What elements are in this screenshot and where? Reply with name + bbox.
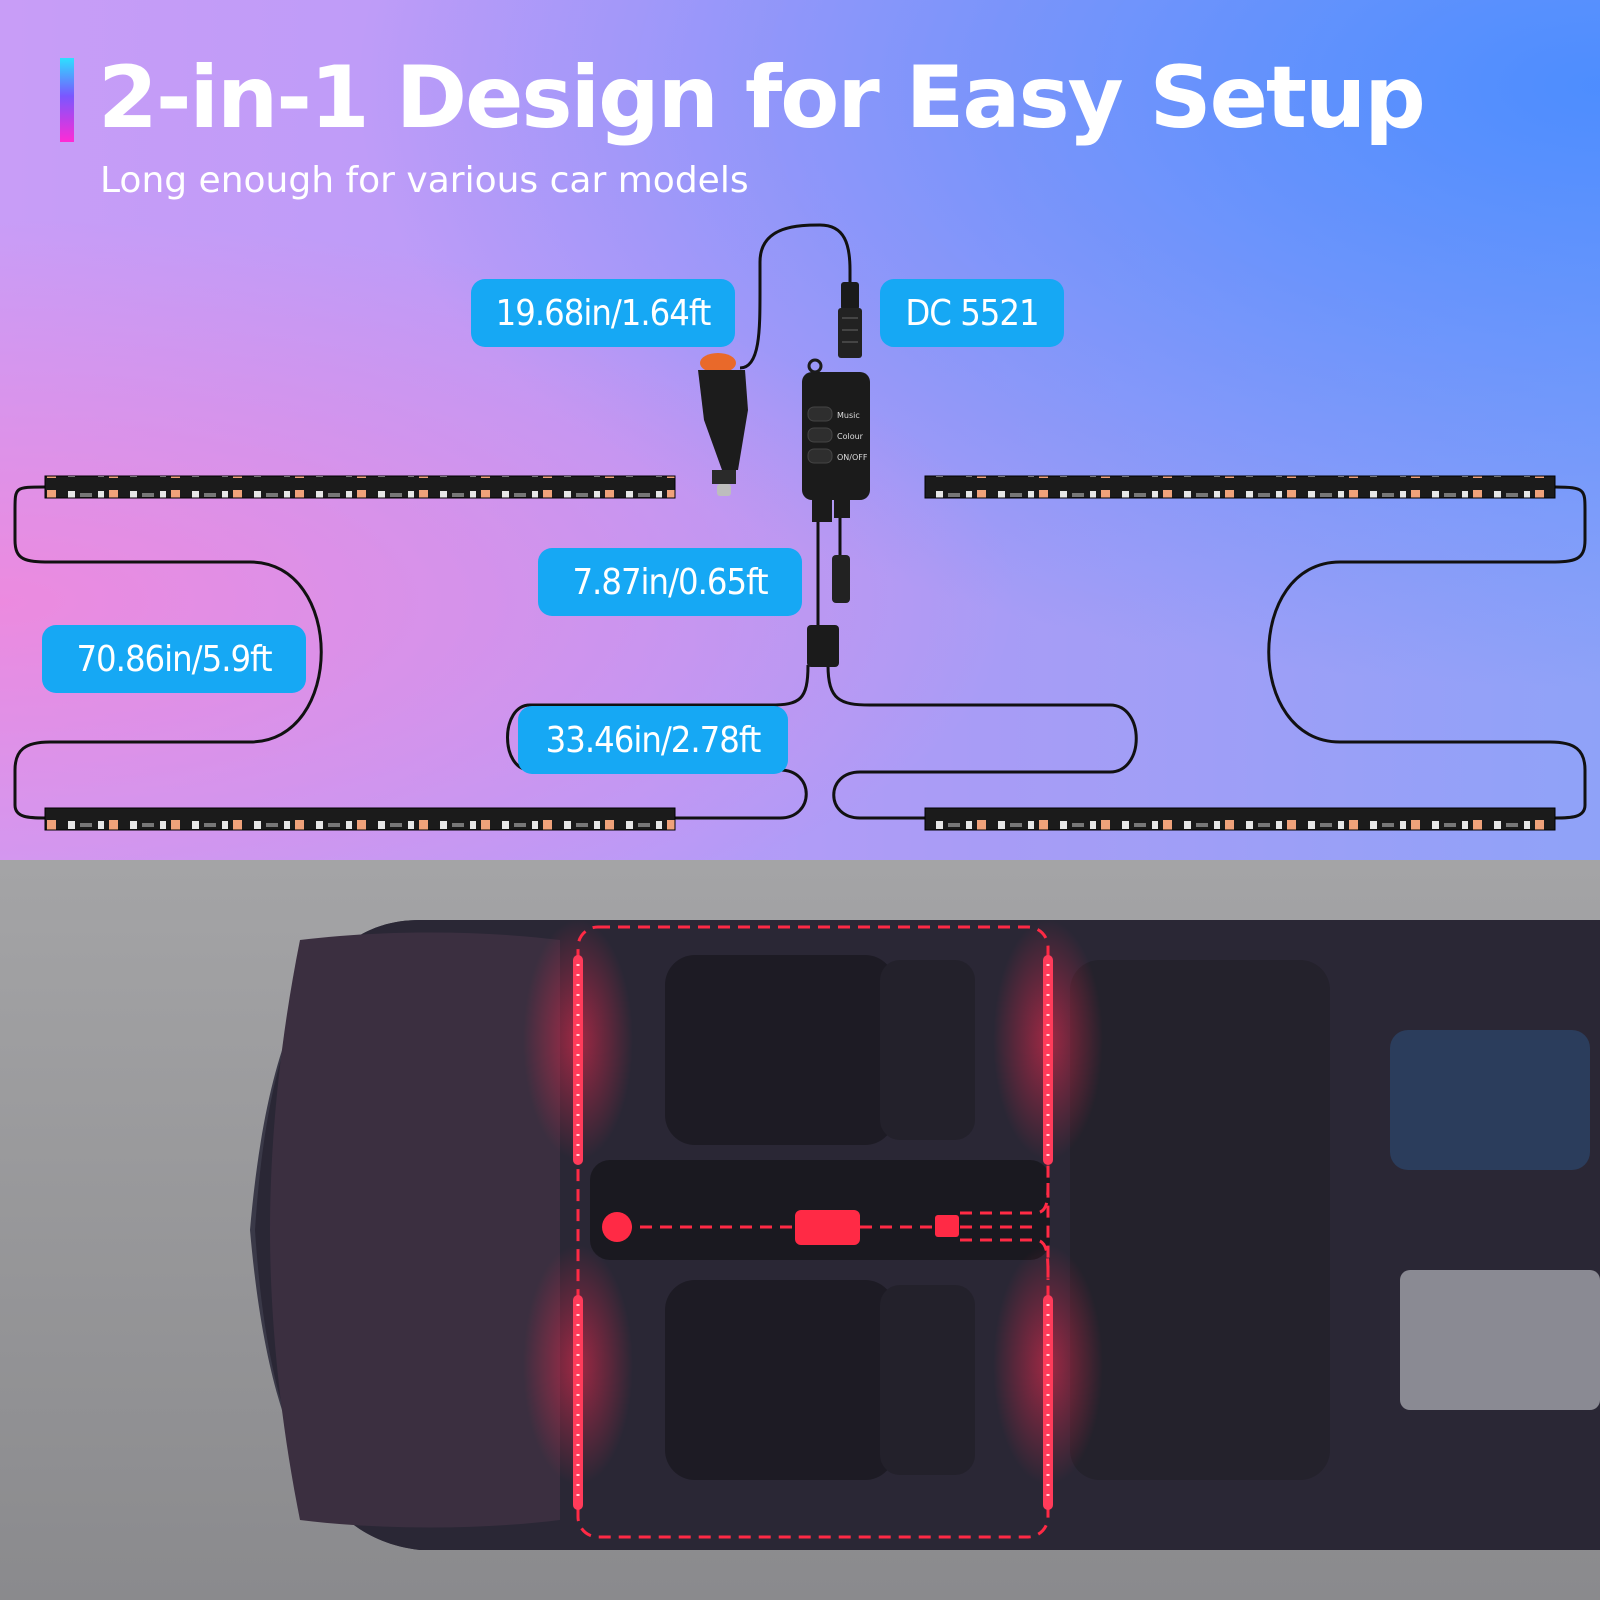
led-strip-icon: [44, 475, 1556, 831]
car-interior-image: [0, 860, 1600, 1600]
page-title: 2-in-1 Design for Easy Setup: [98, 48, 1426, 148]
diagram-background: [0, 0, 1600, 860]
strip-cable-length-label: 70.86in/5.9ft: [42, 625, 306, 693]
cigarette-plug-icon: [698, 353, 748, 496]
colour-button-label: Colour: [837, 432, 864, 441]
title-accent-bar: [60, 58, 74, 142]
splitter-cable-length-label: 7.87in/0.65ft: [538, 548, 802, 616]
page-subtitle: Long enough for various car models: [100, 160, 749, 201]
onoff-button-label: ON/OFF: [837, 453, 868, 462]
dc-plug-icon: [838, 282, 862, 358]
controller-box-icon: Music Colour ON/OFF: [802, 358, 870, 667]
dc-connector-label: DC 5521: [880, 279, 1064, 347]
music-button-label: Music: [837, 411, 860, 420]
wiring-diagram: Music Colour ON/OFF: [13, 223, 1587, 831]
link-cable-length-label: 33.46in/2.78ft: [518, 706, 788, 774]
cigarette-cable-length-label: 19.68in/1.64ft: [471, 279, 735, 347]
